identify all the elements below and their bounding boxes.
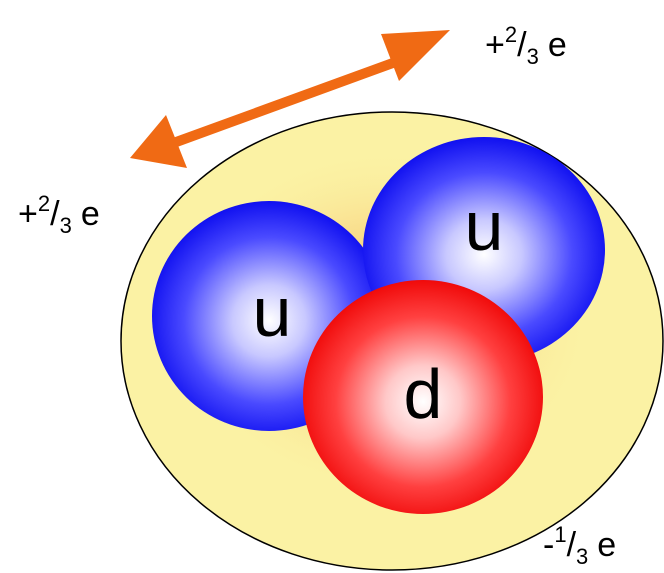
quark-flavor-label: u: [253, 273, 292, 351]
quark-flavor-label: u: [465, 187, 504, 265]
quark-down: d: [303, 280, 543, 514]
quark-flavor-label: d: [404, 355, 443, 433]
